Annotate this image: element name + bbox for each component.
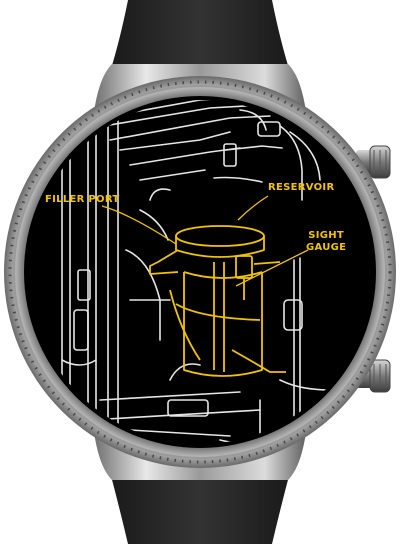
reservoir-highlight: [149, 225, 286, 377]
strap-top: [110, 0, 290, 72]
label-filler-port: FILLER PORT: [45, 194, 120, 205]
dial: [24, 96, 376, 448]
bezel-ticks: [8, 80, 392, 464]
label-sight-gauge: SIGHT GAUGE: [306, 230, 346, 254]
bezel-ring: [13, 85, 387, 459]
label-reservoir: RESERVOIR: [268, 182, 335, 193]
label-sight-line2: GAUGE: [306, 242, 347, 253]
strap-bottom: [110, 472, 290, 544]
leader-lines: [101, 195, 309, 287]
label-sight-line1: SIGHT: [308, 230, 345, 241]
